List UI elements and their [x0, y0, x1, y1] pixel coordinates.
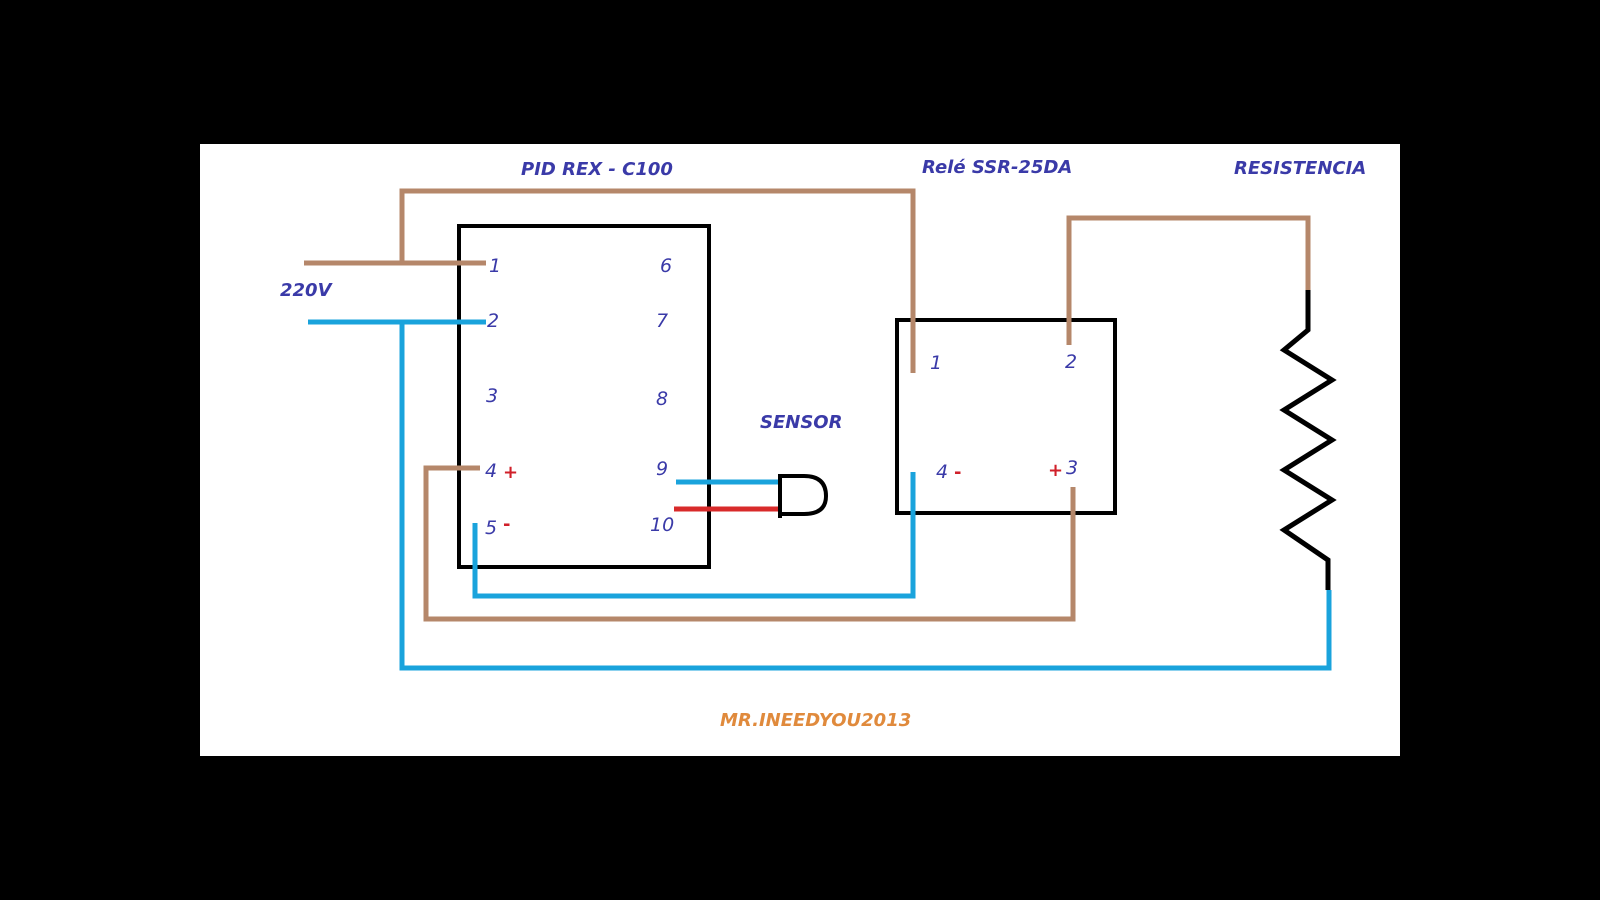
pid-pin-1: 1	[489, 255, 501, 277]
relay-pin-2: 2	[1065, 351, 1077, 373]
pid-pin-10: 10	[650, 514, 674, 536]
pid-pin-4-sign: +	[503, 462, 518, 483]
relay-pin-1: 1	[930, 352, 942, 374]
relay-pin-4-sign: -	[954, 462, 961, 483]
relay-pin-3-sign: +	[1048, 460, 1063, 481]
pid-pin-4: 4	[485, 460, 497, 482]
relay-pin-4: 4	[936, 461, 948, 483]
wire-pid-5-to-relay-4	[472, 472, 916, 599]
pid-pin-7: 7	[656, 310, 668, 332]
diagram-canvas	[200, 144, 1400, 756]
wire-phase-to-relay-1	[399, 188, 916, 373]
brown-wires	[304, 188, 1311, 622]
relay-pin-3: 3	[1066, 457, 1078, 479]
pid-pin-5-sign: -	[503, 514, 510, 535]
pid-pin-3: 3	[486, 385, 498, 407]
pid-pin-2: 2	[487, 310, 499, 332]
credit-label: MR.INEEDYOU2013	[720, 710, 911, 731]
pid-title: PID REX - C100	[521, 159, 673, 180]
pid-pin-6: 6	[660, 255, 672, 277]
resistor-title: RESISTENCIA	[1234, 158, 1366, 179]
pid-pin-8: 8	[656, 388, 668, 410]
pid-pin-5: 5	[485, 517, 497, 539]
sensor-label: SENSOR	[760, 412, 842, 433]
sensor-symbol	[780, 474, 829, 516]
relay-title: Relé SSR-25DA	[922, 157, 1072, 178]
wire-neutral-to-resistor	[399, 322, 1332, 671]
supply-label: 220V	[280, 280, 334, 301]
wire-relay-2-to-resistor	[1066, 215, 1311, 345]
blue-wires	[308, 319, 1332, 671]
relay-box	[895, 318, 1117, 515]
pid-controller-box	[457, 224, 711, 569]
wire-pid-4-to-relay-3	[423, 465, 1076, 622]
pid-pin-9: 9	[656, 458, 668, 480]
resistor-symbol	[1279, 290, 1337, 590]
